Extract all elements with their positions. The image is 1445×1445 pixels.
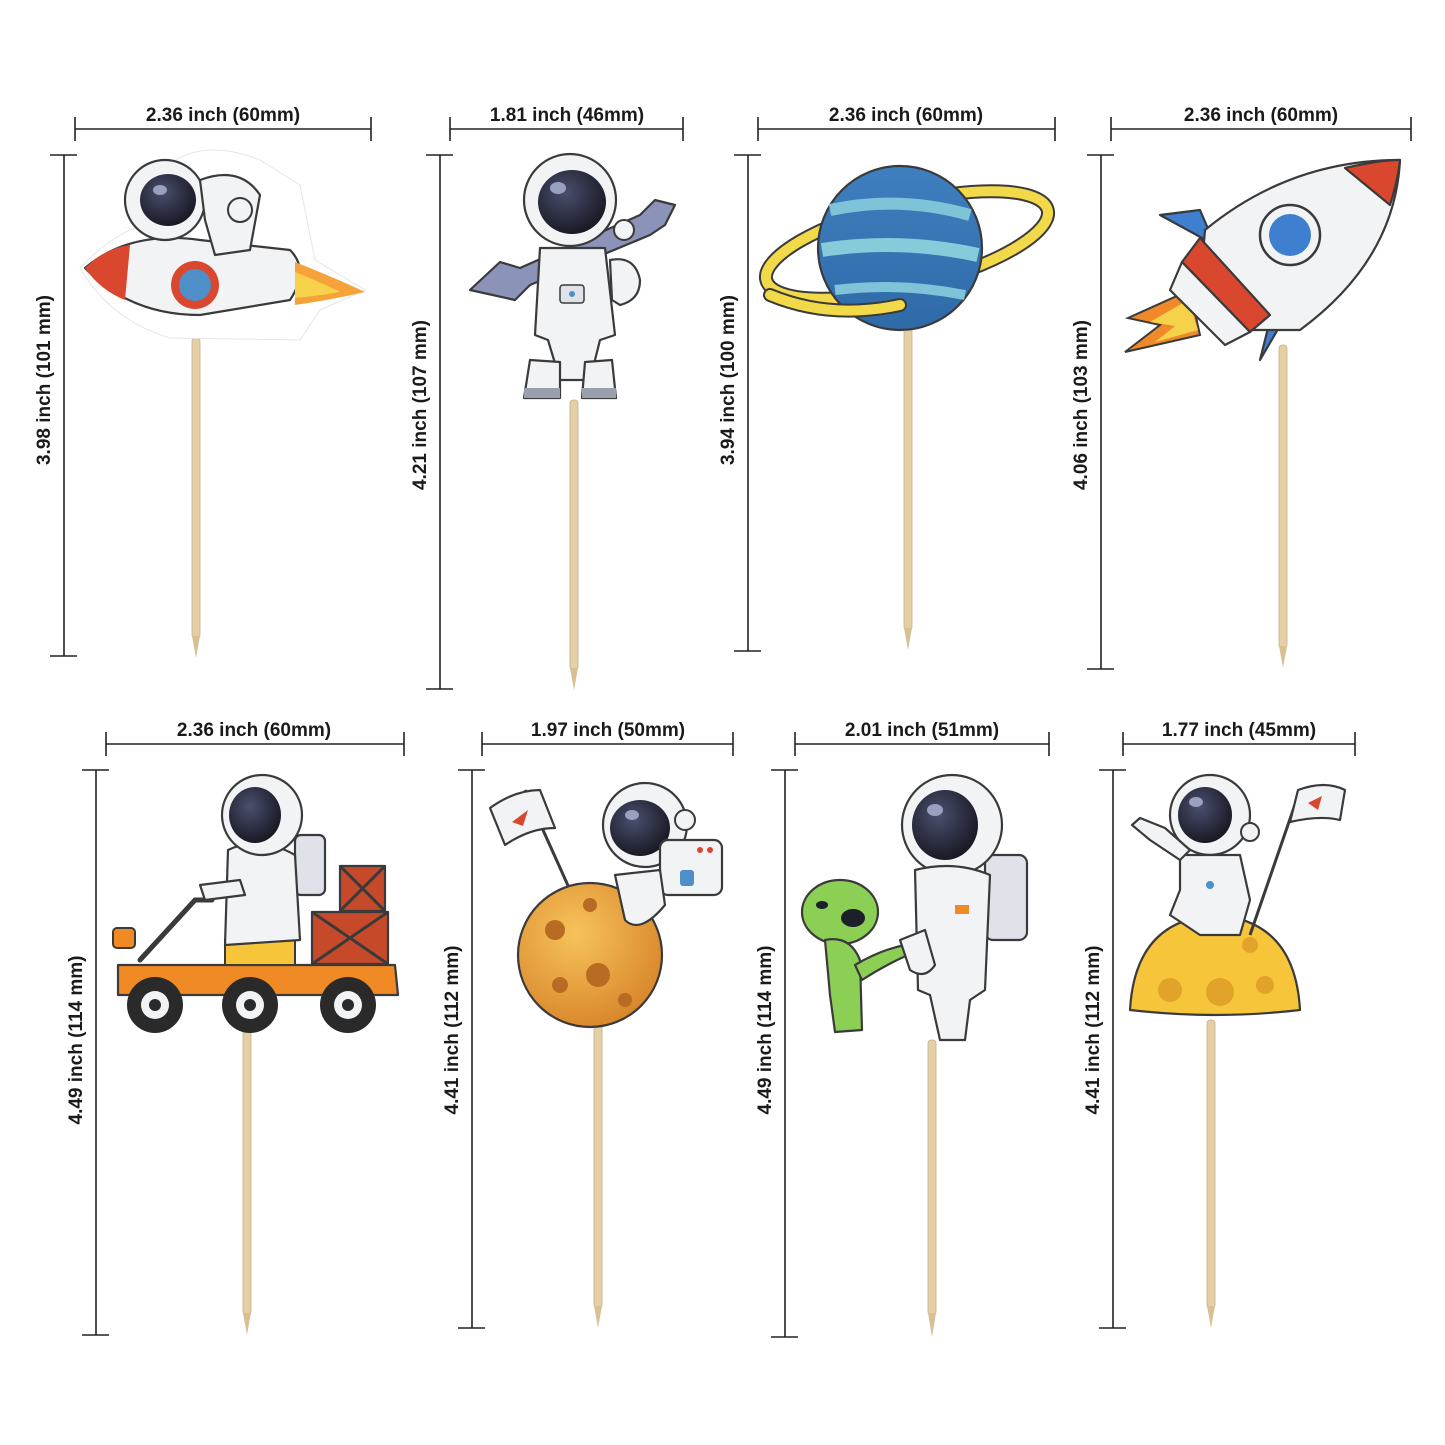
wooden-stick: [903, 324, 913, 631]
moon-astronaut-illustration: [488, 781, 724, 1029]
rover-wheel: [222, 977, 278, 1033]
height-label: 4.49 inch (114 mm): [755, 946, 776, 1115]
width-dimension: 2.36 inch (60mm): [1110, 105, 1412, 141]
height-label: 4.41 inch (112 mm): [1083, 946, 1104, 1115]
height-dimension: 4.06 inch (103 mm): [1071, 154, 1114, 670]
topper-astronaut-riding-rocket: 2.36 inch (60mm) 3.98 inch (101 mm): [34, 105, 372, 658]
width-label: 2.01 inch (51mm): [845, 720, 999, 741]
topper-ringed-planet: 2.36 inch (60mm) 3.94 inch (100 mm): [718, 105, 1056, 652]
height-dimension: 4.41 inch (112 mm): [1083, 769, 1126, 1329]
rover-wheel: [127, 977, 183, 1033]
width-dimension: 2.36 inch (60mm): [105, 720, 405, 756]
rocket-astronaut-illustration: [79, 149, 367, 341]
height-dimension: 4.41 inch (112 mm): [442, 769, 485, 1329]
stick-tip: [243, 1313, 251, 1335]
width-label: 2.36 inch (60mm): [177, 720, 331, 741]
stick-tip: [570, 668, 578, 690]
wooden-stick: [242, 1019, 252, 1316]
stick-tip: [928, 1313, 936, 1337]
height-dimension: 4.49 inch (114 mm): [66, 769, 109, 1336]
wooden-stick: [927, 1039, 937, 1316]
width-label: 2.36 inch (60mm): [1184, 105, 1338, 126]
height-label: 4.21 inch (107 mm): [410, 320, 431, 490]
stick-tip: [904, 628, 912, 650]
width-label: 1.81 inch (46mm): [490, 105, 644, 126]
topper-rocket: 2.36 inch (60mm) 4.06 inch (103 mm): [1071, 105, 1412, 670]
topper-astronaut-with-wrench: 1.81 inch (46mm) 4.21 inch (107 mm): [410, 105, 684, 690]
pointing-astronaut-illustration: [1128, 773, 1347, 1017]
width-dimension: 1.81 inch (46mm): [449, 105, 684, 141]
rocket-illustration: [1124, 158, 1402, 362]
stick-tip: [1279, 646, 1287, 668]
topper-astronaut-driving-rover: 2.36 inch (60mm) 4.49 inch (114 mm): [66, 720, 405, 1336]
height-label: 4.41 inch (112 mm): [442, 946, 463, 1115]
width-dimension: 1.77 inch (45mm): [1122, 720, 1356, 756]
height-label: 3.94 inch (100 mm): [718, 295, 739, 465]
height-dimension: 3.94 inch (100 mm): [718, 154, 761, 652]
width-dimension: 2.36 inch (60mm): [757, 105, 1056, 141]
width-label: 1.77 inch (45mm): [1162, 720, 1316, 741]
wooden-stick: [1206, 1019, 1216, 1309]
topper-astronaut-pointing-on-moon: 1.77 inch (45mm) 4.41 inch (112 mm): [1083, 720, 1356, 1329]
height-label: 3.98 inch (101 mm): [34, 295, 55, 465]
stick-tip: [594, 1306, 602, 1328]
height-label: 4.06 inch (103 mm): [1071, 320, 1092, 490]
stick-tip: [1207, 1306, 1215, 1328]
height-dimension: 4.21 inch (107 mm): [410, 154, 453, 690]
width-dimension: 2.36 inch (60mm): [74, 105, 372, 141]
stick-tip: [192, 636, 200, 658]
width-dimension: 2.01 inch (51mm): [794, 720, 1050, 756]
height-dimension: 3.98 inch (101 mm): [34, 154, 77, 657]
rover-wheel: [320, 977, 376, 1033]
width-label: 1.97 inch (50mm): [531, 720, 685, 741]
wooden-stick: [569, 399, 579, 671]
width-label: 2.36 inch (60mm): [829, 105, 983, 126]
width-label: 2.36 inch (60mm): [146, 105, 300, 126]
width-dimension: 1.97 inch (50mm): [481, 720, 734, 756]
alien-astronaut-illustration: [800, 773, 1029, 1042]
height-dimension: 4.49 inch (114 mm): [755, 769, 798, 1338]
height-label: 4.49 inch (114 mm): [66, 956, 87, 1125]
wooden-stick: [191, 337, 201, 639]
rover-illustration: [112, 773, 400, 1033]
planet-illustration: [758, 164, 1056, 332]
wrench-astronaut-illustration: [468, 152, 677, 400]
topper-astronaut-with-alien: 2.01 inch (51mm) 4.49 inch (114 mm): [755, 720, 1050, 1338]
wooden-stick: [593, 1019, 603, 1309]
wooden-stick: [1278, 344, 1288, 649]
topper-astronaut-on-moon-with-flag: 1.97 inch (50mm) 4.41 inch (112 mm): [442, 720, 734, 1329]
